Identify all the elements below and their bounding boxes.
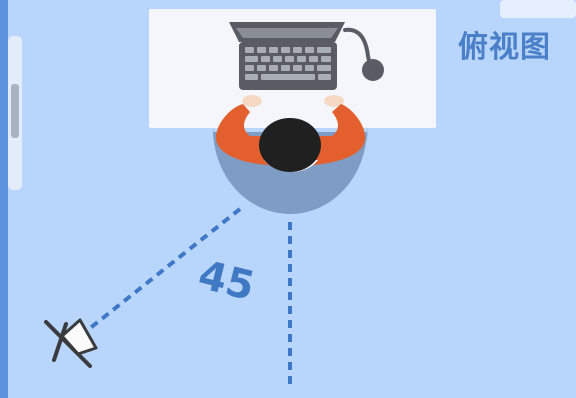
laptop-icon	[229, 22, 345, 90]
view-label: 俯视图	[458, 22, 574, 66]
corner-tab	[500, 0, 576, 18]
